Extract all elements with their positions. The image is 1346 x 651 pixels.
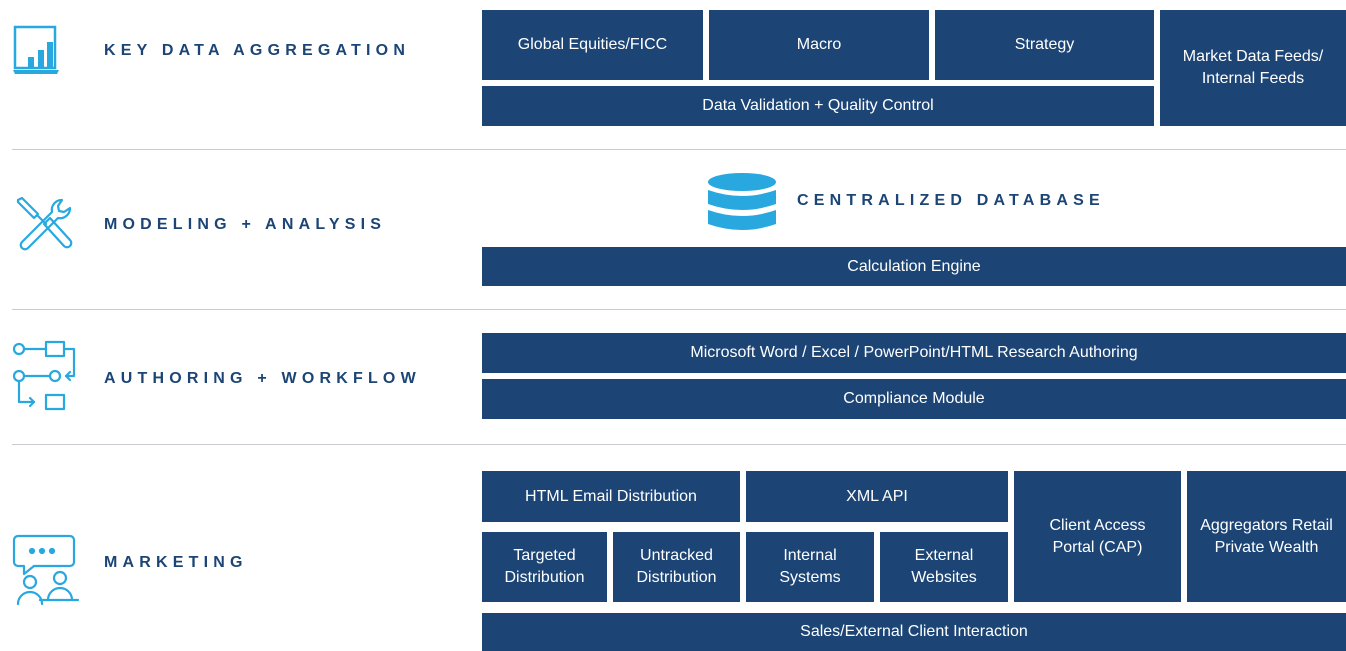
- divider-3: [12, 444, 1346, 445]
- divider-1: [12, 149, 1346, 150]
- xml-api-box: XML API: [746, 471, 1008, 522]
- data-validation-box: Data Validation + Quality Control: [482, 86, 1154, 126]
- wrench-screwdriver-icon: [12, 194, 78, 256]
- workflow-icon: [12, 340, 82, 412]
- market-feeds-box: Market Data Feeds/ Internal Feeds: [1160, 10, 1346, 126]
- authoring-tools-box: Microsoft Word / Excel / PowerPoint/HTML…: [482, 333, 1346, 373]
- targeted-distribution-box: Targeted Distribution: [482, 532, 607, 602]
- compliance-module-box: Compliance Module: [482, 379, 1346, 419]
- database-icon: [707, 172, 777, 234]
- bar-chart-laptop-icon: [12, 24, 60, 76]
- macro-box: Macro: [709, 10, 929, 80]
- untracked-distribution-box: Untracked Distribution: [613, 532, 740, 602]
- section-title-authoring: AUTHORING + WORKFLOW: [104, 370, 421, 387]
- chat-people-icon: [12, 532, 80, 610]
- section-title-key-data: KEY DATA AGGREGATION: [104, 42, 411, 59]
- divider-2: [12, 309, 1346, 310]
- section-title-marketing: MARKETING: [104, 554, 248, 571]
- external-websites-box: External Websites: [880, 532, 1008, 602]
- html-email-box: HTML Email Distribution: [482, 471, 740, 522]
- aggregators-box: Aggregators Retail Private Wealth: [1187, 471, 1346, 602]
- strategy-box: Strategy: [935, 10, 1154, 80]
- section-title-modeling: MODELING + ANALYSIS: [104, 216, 387, 233]
- centralized-database-title: CENTRALIZED DATABASE: [797, 192, 1105, 209]
- internal-systems-box: Internal Systems: [746, 532, 874, 602]
- global-equities-box: Global Equities/FICC: [482, 10, 703, 80]
- calculation-engine-box: Calculation Engine: [482, 247, 1346, 286]
- client-access-portal-box: Client Access Portal (CAP): [1014, 471, 1181, 602]
- sales-client-interaction-box: Sales/External Client Interaction: [482, 613, 1346, 651]
